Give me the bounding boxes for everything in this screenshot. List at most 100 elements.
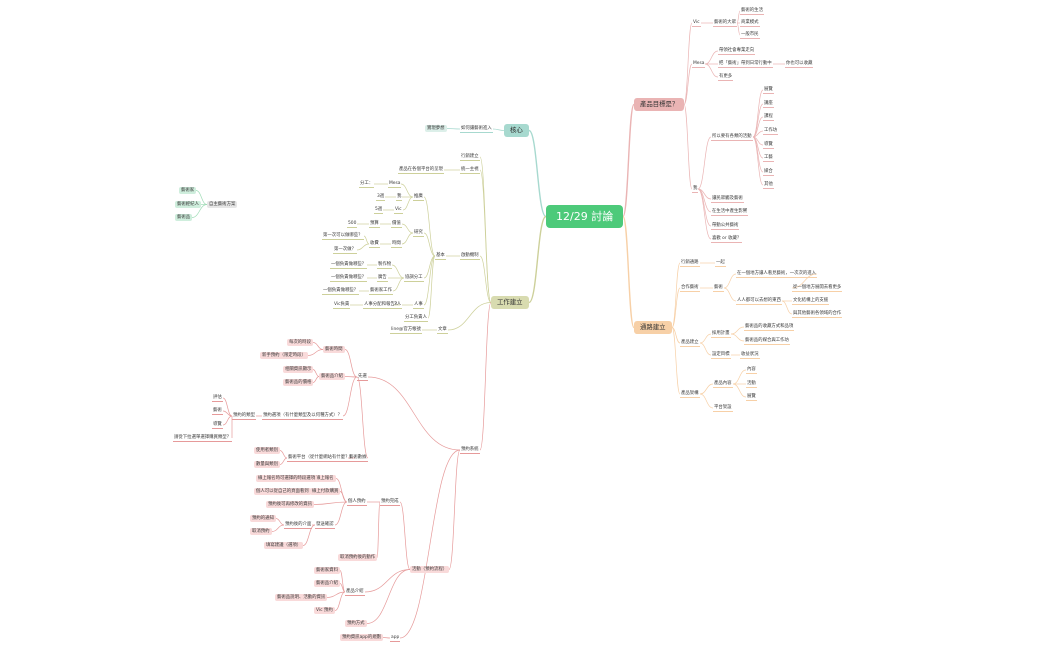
node-w-c-sub[interactable]: 基本 bbox=[435, 253, 446, 260]
node-e4[interactable]: 活動（預約流程） bbox=[410, 566, 450, 573]
floating-1[interactable]: 藝術家 bbox=[179, 187, 197, 194]
node-goal-vic-a1[interactable]: 藝術的生活 bbox=[740, 8, 764, 15]
node-w-c1a[interactable]: Mesa bbox=[388, 181, 402, 188]
node-goal-mesa-c[interactable]: 有更多 bbox=[718, 74, 734, 81]
node-w-e[interactable]: 預約系統 bbox=[460, 447, 480, 454]
node-e3b[interactable]: 取消預約後的動作 bbox=[338, 554, 378, 561]
node-e3a4c[interactable]: 填寫建議（選項） bbox=[264, 542, 304, 549]
node-w-c1c[interactable]: Vic bbox=[394, 207, 403, 214]
node-w-c3a[interactable]: 製作物 bbox=[377, 262, 393, 269]
node-e4a5[interactable]: Vic 預約 bbox=[314, 607, 335, 614]
node-goal-me-c[interactable]: 在生活中產生影響 bbox=[711, 209, 749, 216]
node-ch-d1a[interactable]: 內容 bbox=[746, 367, 757, 374]
node-goal-mesa-b[interactable]: 把「藝術」帶到日常行動中 bbox=[718, 61, 773, 68]
node-w-a[interactable]: 行銷建立 bbox=[460, 154, 480, 161]
node-ch-c2a[interactable]: 收益狀況 bbox=[740, 352, 760, 359]
node-e1[interactable]: 先選 bbox=[357, 374, 368, 381]
node-w-c3[interactable]: 協調分工 bbox=[404, 275, 424, 282]
node-e3a4b[interactable]: 取消預約 bbox=[250, 528, 272, 535]
node-goal-me-a[interactable]: 所以要有各類的活動 bbox=[711, 134, 753, 141]
node-goal-me-a6[interactable]: 工藝 bbox=[763, 155, 774, 162]
node-e3a4a[interactable]: 預約的通知 bbox=[250, 515, 276, 522]
node-w-c2b3[interactable]: 第一次做？ bbox=[333, 247, 357, 254]
node-goal-mesa[interactable]: Mesa bbox=[692, 61, 706, 68]
node-goal-me-e[interactable]: 喜歡 or 收藏？ bbox=[711, 236, 743, 243]
node-e4a3[interactable]: 藝術品說明、活動的資訊 bbox=[275, 594, 328, 601]
node-ch-b1a[interactable]: 在一個地方讓人看見藝術，一次次的進入 bbox=[736, 271, 818, 278]
node-ch-a1[interactable]: 一起 bbox=[715, 260, 726, 267]
node-goal-me-a2[interactable]: 講座 bbox=[763, 101, 774, 108]
node-w-c1a1[interactable]: 分工： bbox=[359, 181, 375, 188]
node-w-c4b1[interactable]: Vic負責 bbox=[333, 302, 351, 309]
node-e1b2[interactable]: 藝術品的價格 bbox=[283, 379, 314, 386]
node-e3a[interactable]: 個人預約 bbox=[347, 499, 367, 506]
node-e3a2[interactable]: 線上付款購買 bbox=[310, 488, 341, 495]
node-e2a2[interactable]: 數量與類別 bbox=[254, 461, 280, 468]
node-e1a2[interactable]: 新手預約（限定時段） bbox=[260, 352, 308, 359]
node-e3[interactable]: 預約完成 bbox=[380, 499, 400, 506]
node-e1c1c[interactable]: 導覽 bbox=[212, 422, 223, 429]
node-e1c1d[interactable]: 請從下拉選單選擇購買類型？ bbox=[173, 435, 233, 442]
node-w-c2a2[interactable]: 500 bbox=[347, 221, 358, 228]
node-goal-mesa-a[interactable]: 帶領社會專業走向 bbox=[718, 48, 756, 55]
node-core-1a[interactable]: 實現夢想 bbox=[425, 125, 447, 132]
floating-2[interactable]: 藝術經紀人 bbox=[175, 201, 201, 208]
node-e1a1[interactable]: 每次的時段 bbox=[287, 339, 313, 346]
root-topic[interactable]: 12/29 討論 bbox=[546, 205, 624, 228]
topic-work[interactable]: 工作建立 bbox=[491, 296, 529, 309]
node-e3a3a[interactable]: 預約後可再修改的資訊 bbox=[266, 501, 314, 508]
node-e3a1a[interactable]: 線上報名時可選擇的時段選項 bbox=[256, 475, 318, 482]
node-e3a3[interactable]: 預約後的介面 bbox=[284, 522, 313, 529]
node-w-b1[interactable]: 產品在各個平台的呈現 bbox=[398, 167, 444, 174]
node-goal-me-a1[interactable]: 展覽 bbox=[763, 87, 774, 94]
node-w-c2b[interactable]: 時間 bbox=[391, 241, 402, 248]
node-e3a4[interactable]: 發送確認 bbox=[315, 522, 335, 529]
node-goal-mesa-b1[interactable]: 你也可以收藏 bbox=[785, 61, 814, 68]
node-goal-vic-a2[interactable]: 商業模式 bbox=[740, 20, 760, 27]
node-w-c1c1[interactable]: 5週 bbox=[374, 207, 384, 214]
node-ch-c2[interactable]: 設定目標 bbox=[711, 352, 731, 359]
node-goal-me-b[interactable]: 讓民眾觸及藝術 bbox=[711, 196, 744, 203]
node-goal-me-d[interactable]: 帶動公共藝術 bbox=[711, 223, 740, 230]
node-e4a1[interactable]: 藝術家資料 bbox=[314, 567, 340, 574]
node-ch-b1b1[interactable]: 文化結構上的支援 bbox=[792, 298, 830, 305]
node-ch-b1b2[interactable]: 與其他藝術各領域的合作 bbox=[792, 311, 843, 318]
node-e2[interactable]: 藝術數據 bbox=[348, 455, 368, 462]
node-goal-vic[interactable]: Vic bbox=[692, 20, 701, 27]
topic-product-goal[interactable]: 產品目標是？ bbox=[634, 98, 685, 111]
node-w-c4a[interactable]: 人事分配和報告？ bbox=[363, 302, 401, 309]
node-w-c2b2[interactable]: 第一次可以做哪些？ bbox=[322, 233, 364, 240]
node-ch-c[interactable]: 產品建立 bbox=[680, 340, 700, 347]
node-e4b[interactable]: 預約方式 bbox=[345, 620, 367, 627]
node-w-c2a[interactable]: 價值 bbox=[391, 221, 402, 228]
node-w-c3c1[interactable]: 一個負責做哪些？ bbox=[322, 288, 360, 295]
node-ch-d1[interactable]: 產品內容 bbox=[713, 381, 733, 388]
node-e4a[interactable]: 產品介紹 bbox=[345, 589, 365, 596]
node-e3a1[interactable]: 線上報名 bbox=[314, 475, 336, 482]
node-w-c1b1[interactable]: 3週 bbox=[376, 194, 386, 201]
node-ch-d1b[interactable]: 活動 bbox=[746, 381, 757, 388]
node-goal-me-a4[interactable]: 工作坊 bbox=[763, 128, 779, 135]
node-w-c3b1[interactable]: 一個負責做哪些？ bbox=[330, 275, 368, 282]
node-ch-d2[interactable]: 平台架設 bbox=[713, 405, 733, 412]
node-ch-b1[interactable]: 藝術 bbox=[713, 285, 724, 292]
node-ch-b[interactable]: 合作藝術 bbox=[680, 285, 700, 292]
node-goal-vic-a[interactable]: 藝術的大眾 bbox=[713, 20, 737, 27]
node-goal-me-a3[interactable]: 課程 bbox=[763, 114, 774, 121]
node-e1b1[interactable]: 相關資訊顯示 bbox=[283, 366, 314, 373]
node-goal-me-a5[interactable]: 導覽 bbox=[763, 142, 774, 149]
floating-3[interactable]: 藝術品 bbox=[175, 214, 193, 221]
node-w-c4b[interactable]: 分工負責人 bbox=[404, 315, 428, 322]
node-w-c1b[interactable]: 我 bbox=[396, 194, 403, 201]
node-f1[interactable]: 預約資訊app的規劃 bbox=[340, 634, 383, 641]
node-goal-me-a7[interactable]: 媒合 bbox=[763, 169, 774, 176]
node-e1c1a[interactable]: 評估 bbox=[212, 395, 223, 402]
node-w-c4[interactable]: 人事 bbox=[413, 302, 424, 309]
node-ch-d[interactable]: 產品架構 bbox=[680, 391, 700, 398]
node-core-1[interactable]: 如何讓藝術進入 bbox=[460, 126, 493, 133]
node-ch-b1a1[interactable]: 從一個地方展開去看更多 bbox=[792, 285, 843, 292]
node-ch-c1b[interactable]: 藝術品的媒合與工作坊 bbox=[744, 338, 790, 345]
node-e1c[interactable]: 預約選項（有什麼類型及以何種方式）？ bbox=[262, 413, 344, 420]
node-w-c1[interactable]: 推廣 bbox=[413, 194, 424, 201]
node-w-d1[interactable]: line@官方帳號 bbox=[390, 327, 422, 334]
